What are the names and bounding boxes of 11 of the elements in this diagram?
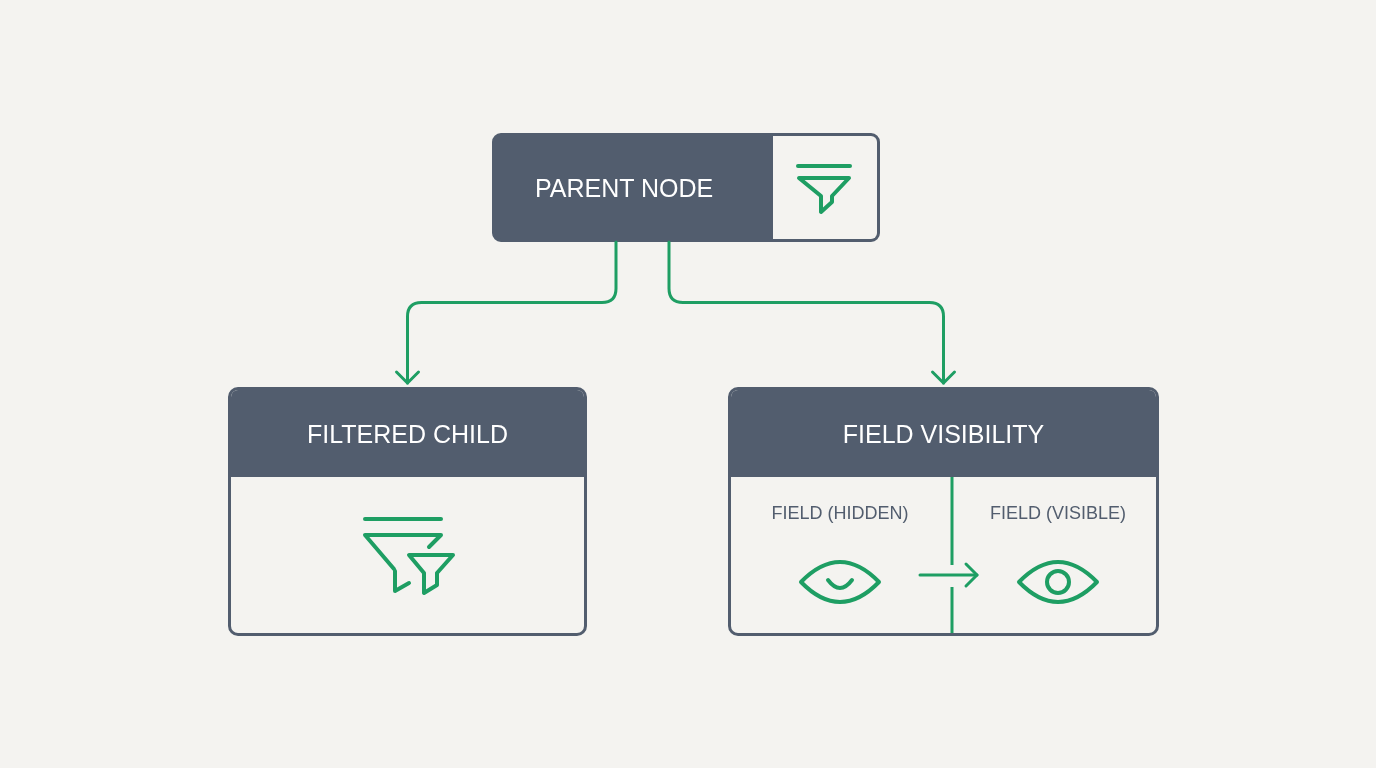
card-box [228, 387, 587, 636]
node-title: PARENT NODE [535, 174, 714, 203]
card-title: FILTERED CHILD [306, 420, 509, 449]
card-box [728, 387, 1159, 636]
field-label: FIELD (VISIBLE) [988, 503, 1127, 524]
card-title: FIELD VISIBILITY [841, 420, 1046, 449]
field-label: FIELD (HIDDEN) [770, 503, 910, 524]
arrow [918, 562, 979, 588]
arrow [667, 240, 956, 385]
arrow [395, 240, 618, 385]
parent-node-box [492, 133, 880, 242]
